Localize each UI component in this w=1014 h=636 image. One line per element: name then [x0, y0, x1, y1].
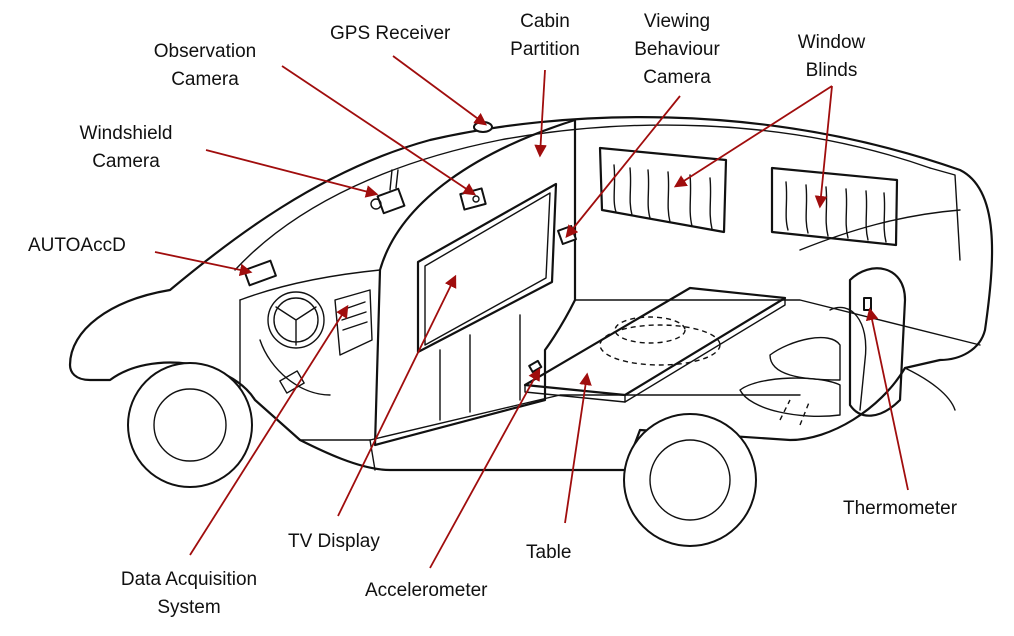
thermometer-device [863, 297, 872, 311]
arrow-accelerometer [429, 367, 541, 569]
label-table-text: Table [526, 542, 572, 563]
annotation-arrows [154, 55, 909, 569]
label-data-acquisition-line2: System [157, 597, 221, 618]
arrow-tv-display [337, 274, 457, 517]
observation-camera-device [459, 187, 487, 211]
arrow-windshield-camera [205, 149, 379, 198]
label-data-acquisition: Data Acquisition System [104, 566, 274, 622]
arrow-blind-rear [814, 85, 833, 209]
table [523, 286, 787, 403]
rear-wheel [623, 413, 757, 547]
label-window-blinds-line2: Blinds [805, 60, 858, 81]
windshield-camera-device [370, 169, 406, 215]
arrow-cabin-partition [534, 69, 547, 158]
rear-wheel-far [904, 367, 956, 411]
label-accelerometer: Accelerometer [365, 577, 488, 605]
label-cabin-partition-line2: Partition [510, 39, 580, 60]
label-table: Table [526, 539, 571, 567]
label-viewing-camera: Viewing Behaviour Camera [622, 8, 732, 92]
label-autoaccd: AUTOAccD [28, 232, 126, 260]
label-tv-display-text: TV Display [288, 531, 380, 552]
label-observation-camera-line2: Camera [171, 69, 239, 90]
arrow-blind-front [673, 85, 833, 188]
label-thermometer-text: Thermometer [843, 498, 958, 519]
label-gps-receiver-text: GPS Receiver [330, 23, 451, 44]
label-accelerometer-text: Accelerometer [365, 580, 488, 601]
label-windshield-camera-line1: Windshield [79, 123, 173, 144]
dashboard [239, 269, 381, 396]
label-data-acquisition-line1: Data Acquisition [120, 569, 258, 590]
label-gps-receiver: GPS Receiver [330, 20, 450, 48]
label-viewing-camera-line2: Behaviour [634, 39, 720, 60]
arrow-data-acquisition [189, 304, 349, 556]
label-cabin-partition-line1: Cabin [520, 11, 570, 32]
label-viewing-camera-line1: Viewing [643, 11, 711, 32]
label-window-blinds-line1: Window [797, 32, 866, 53]
cabin-partition [373, 118, 577, 447]
front-wheel [127, 362, 253, 488]
window-blind-rear [770, 166, 899, 247]
label-window-blinds: Window Blinds [784, 29, 879, 85]
label-windshield-camera-line2: Camera [92, 151, 160, 172]
label-autoaccd-text: AUTOAccD [28, 235, 126, 256]
arrow-autoaccd [154, 251, 253, 277]
label-tv-display: TV Display [288, 528, 380, 556]
arrow-thermometer [865, 307, 909, 491]
label-viewing-camera-line3: Camera [643, 67, 711, 88]
autoaccd-device [243, 259, 277, 287]
window-blind-front [598, 146, 728, 234]
arrow-observation-camera [281, 65, 477, 196]
label-thermometer: Thermometer [843, 495, 957, 523]
label-observation-camera-line1: Observation [153, 41, 257, 62]
label-windshield-camera: Windshield Camera [66, 120, 186, 176]
rear-seat [739, 267, 907, 426]
arrow-viewing-camera [565, 95, 681, 238]
arrow-gps [392, 55, 488, 126]
arrow-table [564, 372, 592, 524]
label-observation-camera: Observation Camera [140, 38, 270, 94]
label-cabin-partition: Cabin Partition [500, 8, 590, 64]
